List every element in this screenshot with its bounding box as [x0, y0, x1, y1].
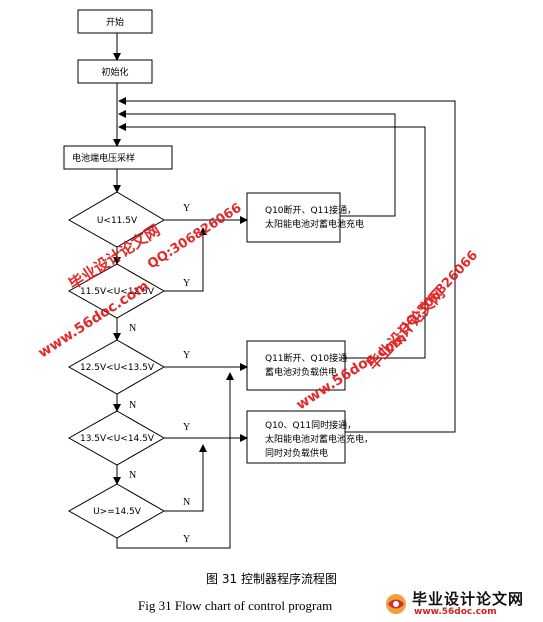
globe-logo-icon: [386, 594, 406, 614]
cond3-label: 12.5V<U<13.5V: [80, 363, 155, 373]
cond5-diamond: [67, 483, 166, 539]
edge-c5-yes: Y: [183, 534, 190, 545]
cond4-label: 13.5V<U<14.5V: [80, 434, 155, 444]
edge-c4-yes: Y: [183, 422, 190, 433]
cond2-diamond: [67, 263, 166, 319]
edge-c5-no: N: [183, 497, 190, 508]
action3-line2: 太阳能电池对蓄电池充电，: [265, 433, 373, 445]
action2-line1: Q11断开、Q10接通: [265, 352, 347, 364]
action3-line1: Q10、Q11同时接通，: [265, 419, 356, 431]
edge-c4-no: N: [129, 470, 136, 481]
action3-line3: 同时对负载供电: [265, 447, 328, 459]
action1-box: [246, 192, 341, 243]
watermark-right: www.56doc.com 毕业设计论文网 QQ:306826066: [293, 248, 481, 413]
logo-url: www.56doc.com: [414, 607, 497, 617]
start-label: 开始: [106, 16, 124, 28]
action1-line2: 太阳能电池对蓄电池充电: [265, 218, 364, 230]
cond1-diamond: [67, 191, 165, 248]
logo-text: 毕业设计论文网: [412, 590, 525, 608]
cond5-label: U>=14.5V: [93, 507, 142, 517]
watermark-left: www.56doc.com 毕业设计论文网 QQ:306826066: [35, 201, 244, 362]
cond3-diamond: [67, 339, 166, 395]
action2-box: [246, 340, 346, 391]
watermark-qq-right: QQ:306826066: [396, 248, 481, 338]
action2-line2: 蓄电池对负载供电: [265, 366, 337, 378]
edge-c2-yes: Y: [183, 278, 190, 289]
caption-english: Fig 31 Flow chart of control program: [138, 598, 333, 613]
edge-c3-yes: Y: [183, 350, 190, 361]
edge-c3-no: N: [129, 400, 136, 411]
site-logo: 毕业设计论文网 www.56doc.com: [384, 588, 540, 620]
init-label: 初始化: [101, 66, 128, 78]
edge-c2-no: N: [129, 323, 136, 334]
edge-c1-yes: Y: [183, 203, 190, 214]
caption-chinese: 图 31 控制器程序流程图: [206, 572, 337, 586]
cond1-label: U<11.5V: [97, 216, 138, 226]
start-box: [77, 9, 153, 34]
action3-box: [246, 410, 346, 464]
cond4-diamond: [67, 410, 166, 466]
sample-box: [63, 145, 173, 170]
cond2-label: 11.5V<U<12.5V: [80, 287, 155, 297]
sample-label: 电池端电压采样: [72, 152, 135, 164]
init-box: [77, 59, 153, 84]
action1-line1: Q10断开、Q11接通，: [265, 204, 356, 216]
